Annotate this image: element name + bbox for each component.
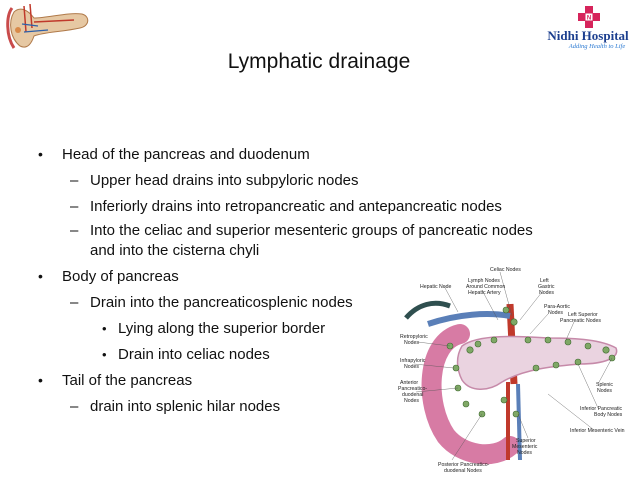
label-retropyloric-2: Nodes — [404, 340, 419, 346]
label-anterior-4: Nodes — [404, 398, 419, 404]
bullet-text: Tail of the pancreas — [62, 372, 193, 389]
dash-marker: – — [70, 222, 79, 239]
label-retropyloric: Retropyloric — [400, 334, 428, 340]
bullet-marker: • — [38, 146, 43, 162]
lymph-node-markers — [446, 306, 616, 418]
label-left-gastric-3: Nodes — [539, 290, 554, 296]
label-anterior: Anterior — [400, 380, 418, 386]
sub-sub-bullet-celiac: • Drain into celiac nodes — [102, 345, 270, 364]
hospital-cross-icon: N — [578, 6, 600, 28]
label-infrapyloric-2: Nodes — [404, 364, 419, 370]
lymph-node-anatomy-diagram: Celiac Nodes Hepatic Node Lymph Nodes Ar… — [398, 267, 625, 474]
slide-title: Lymphatic drainage — [227, 50, 411, 73]
sub-bullet-inferiorly: – Inferiorly drains into retropancreatic… — [70, 197, 502, 216]
label-splenic-2: Nodes — [597, 388, 612, 394]
dash-marker: – — [70, 294, 79, 311]
bullet-text: Inferiorly drains into retropancreatic a… — [90, 198, 502, 215]
label-inferior-pancreatic-2: Body Nodes — [594, 412, 623, 418]
hospital-tagline: Adding Health to Life — [568, 43, 626, 50]
label-left-gastric-2: Gastric — [538, 284, 555, 290]
dash-marker: – — [70, 198, 79, 215]
bullet-head-pancreas: • Head of the pancreas and duodenum — [38, 145, 310, 164]
portal-vein-shape — [427, 311, 511, 327]
label-posterior-2: duodenal Nodes — [444, 468, 482, 474]
sub-bullet-celiac-superior: – Into the celiac and superior mesenteri… — [70, 221, 533, 240]
sub-bullet-cisterna-chyli: and into the cisterna chyli — [90, 241, 259, 260]
sub-sub-bullet-superior-border: • Lying along the superior border — [102, 319, 326, 338]
label-anterior-3: duodenal — [402, 392, 423, 398]
bullet-marker: • — [102, 347, 107, 362]
bullet-marker: • — [38, 268, 43, 284]
bullet-text: Upper head drains into subpyloric nodes — [90, 172, 359, 189]
bullet-text: Drain into celiac nodes — [118, 346, 270, 363]
label-left-gastric: Left — [540, 278, 549, 284]
dash-marker: – — [70, 398, 79, 415]
pancreas-thumbnail-image — [6, 3, 89, 49]
label-para-aortic-2: Nodes — [548, 310, 563, 316]
label-left-superior-2: Pancreatic Nodes — [560, 318, 601, 324]
bullet-text: Lying along the superior border — [118, 320, 326, 337]
label-splenic: Splenic — [596, 382, 613, 388]
hospital-logo: N Nidhi Hospital Adding Health to Life — [542, 4, 634, 54]
label-anterior-2: Pancreatico- — [398, 386, 427, 392]
bullet-text: Into the celiac and superior mesenteric … — [90, 222, 533, 239]
duodenum-shape — [421, 324, 520, 465]
hepatic-duct-shape — [404, 300, 451, 320]
label-lymph-nodes: Lymph Nodes — [468, 278, 500, 284]
label-left-superior: Left Superior — [568, 312, 598, 318]
superior-mesenteric-vein-shape — [516, 383, 522, 461]
label-around-common: Around Common — [466, 284, 505, 290]
label-infrapyloric: Infrapyloric — [400, 358, 426, 364]
label-celiac-nodes: Celiac Nodes — [490, 267, 521, 273]
bullet-text: Body of pancreas — [62, 268, 179, 285]
label-superior-mesenteric-3: Nodes — [517, 450, 532, 456]
bullet-text: Head of the pancreas and duodenum — [62, 146, 310, 163]
sub-bullet-upper-head: – Upper head drains into subpyloric node… — [70, 171, 359, 190]
label-hepatic-node: Hepatic Node — [420, 284, 452, 290]
bullet-tail-pancreas: • Tail of the pancreas — [38, 371, 193, 390]
pancreas-shape — [456, 335, 618, 390]
label-posterior: Posterior Pancreatico- — [438, 462, 490, 468]
label-para-aortic: Para-Aortic — [544, 304, 570, 310]
bullet-body-pancreas: • Body of pancreas — [38, 267, 179, 286]
label-superior-mesenteric: Superior — [516, 438, 536, 444]
sub-bullet-pancreaticosplenic: – Drain into the pancreaticosplenic node… — [70, 293, 353, 312]
label-superior-mesenteric-2: Mesenteric — [512, 444, 538, 450]
bullet-marker: • — [38, 372, 43, 388]
bullet-text: drain into splenic hilar nodes — [90, 398, 281, 415]
bullet-text: Drain into the pancreaticosplenic nodes — [90, 294, 353, 311]
label-inferior-mesenteric-vein: Inferior Mesenteric Vein — [570, 428, 625, 434]
dash-marker: – — [70, 172, 79, 189]
bullet-text-continuation: and into the cisterna chyli — [90, 242, 260, 259]
label-hepatic-artery: Hepatic Artery — [468, 290, 501, 296]
sub-bullet-splenic-hilar: – drain into splenic hilar nodes — [70, 397, 281, 416]
hospital-name: Nidhi Hospital — [547, 28, 629, 43]
label-inferior-pancreatic: Inferior Pancreatic — [580, 406, 623, 412]
svg-text:N: N — [587, 16, 591, 22]
bullet-marker: • — [102, 321, 107, 336]
